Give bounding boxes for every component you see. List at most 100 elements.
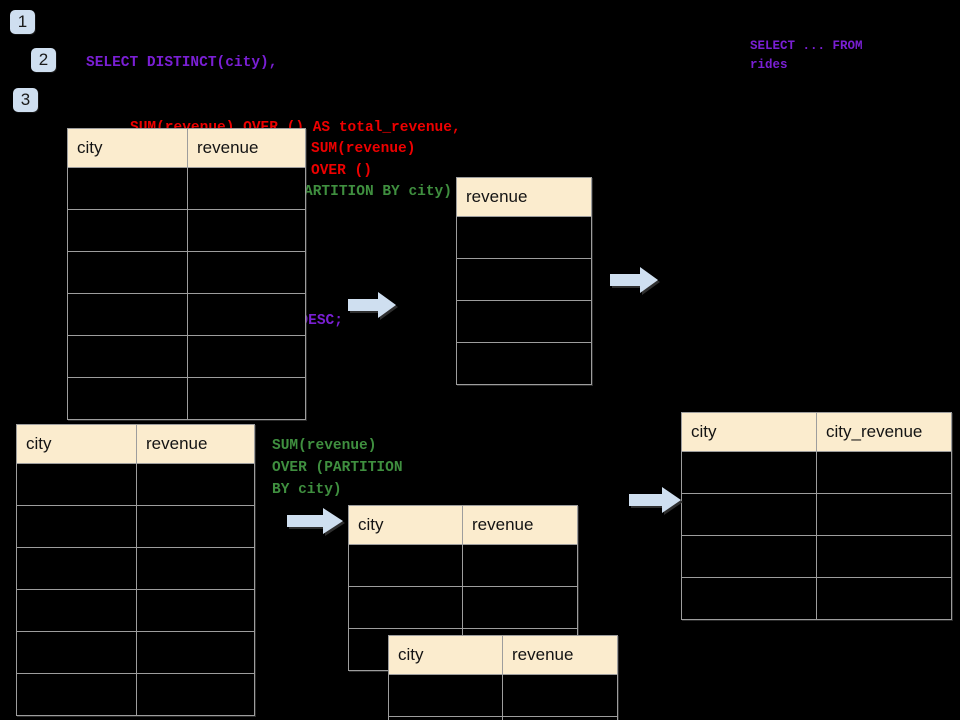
table-row	[16, 673, 255, 716]
cell-revenue	[462, 544, 578, 587]
cell-city	[681, 535, 817, 578]
table-row	[388, 674, 618, 717]
cell-city-revenue	[816, 451, 952, 494]
cell-revenue	[136, 463, 255, 506]
column-header-city: city	[67, 128, 188, 168]
table-row	[456, 216, 592, 259]
table-row	[456, 342, 592, 385]
table-row	[681, 535, 952, 578]
cell-revenue	[462, 586, 578, 629]
cell-city	[16, 505, 137, 548]
cell-city	[16, 589, 137, 632]
table-header-row: revenue	[456, 177, 592, 217]
table-row	[67, 167, 306, 210]
cell-city-revenue	[816, 577, 952, 620]
cell-city	[388, 716, 503, 720]
table-header-row: city revenue	[67, 128, 306, 168]
cell-city	[16, 631, 137, 674]
cell-revenue	[136, 547, 255, 590]
source-table: city revenue	[67, 128, 306, 420]
partition-group-back-table: city revenue	[348, 505, 578, 671]
annotation-sum-over-partition: SUM(revenue) OVER (PARTITION BY city)	[272, 438, 403, 498]
column-header-revenue: revenue	[502, 635, 618, 675]
cell-city-revenue	[816, 535, 952, 578]
cell-revenue	[187, 167, 306, 210]
cell-city	[16, 463, 137, 506]
cell-city	[67, 335, 188, 378]
table-row	[16, 547, 255, 590]
table-row	[388, 716, 618, 720]
column-header-revenue: revenue	[136, 424, 255, 464]
partition-source-table: city revenue	[16, 424, 255, 716]
total-revenue-table: revenue	[456, 177, 592, 385]
cell-revenue	[136, 673, 255, 716]
cell-revenue	[136, 631, 255, 674]
table-row	[456, 300, 592, 343]
table-row	[348, 586, 578, 629]
cell-revenue	[456, 258, 592, 301]
step-badge-3: 3	[13, 88, 38, 112]
arrow-source-to-partition-icon	[287, 508, 345, 536]
annotation-select-from: SELECT ... FROM rides	[750, 39, 863, 72]
table-row	[16, 589, 255, 632]
cell-city	[388, 674, 503, 717]
column-header-city: city	[16, 424, 137, 464]
table-row	[348, 544, 578, 587]
cell-city	[67, 251, 188, 294]
table-header-row: city revenue	[348, 505, 578, 545]
cell-revenue	[456, 216, 592, 259]
cell-city	[67, 293, 188, 336]
cell-revenue	[187, 209, 306, 252]
cell-city	[67, 377, 188, 420]
table-row	[16, 463, 255, 506]
table-row	[67, 293, 306, 336]
column-header-revenue: revenue	[462, 505, 578, 545]
annotation-sum-over-empty: SUM(revenue) OVER ()	[311, 141, 416, 179]
result-table: city city_revenue	[681, 412, 952, 620]
table-row	[681, 493, 952, 536]
column-header-revenue: revenue	[456, 177, 592, 217]
cell-revenue	[187, 335, 306, 378]
table-row	[67, 209, 306, 252]
column-header-city-revenue: city_revenue	[816, 412, 952, 452]
table-row	[681, 451, 952, 494]
cell-city	[681, 577, 817, 620]
cell-revenue	[136, 589, 255, 632]
step-badge-1: 1	[10, 10, 35, 34]
cell-revenue	[502, 674, 618, 717]
step-badge-2: 2	[31, 48, 56, 72]
table-header-row: city revenue	[16, 424, 255, 464]
table-row	[67, 335, 306, 378]
cell-revenue	[136, 505, 255, 548]
column-header-city: city	[348, 505, 463, 545]
table-row	[16, 505, 255, 548]
table-row	[681, 577, 952, 620]
sql-line-select: SELECT DISTINCT(city),	[86, 55, 278, 71]
table-header-row: city revenue	[388, 635, 618, 675]
column-header-city: city	[681, 412, 817, 452]
partition-group-front-table: city revenue	[388, 635, 618, 720]
table-row	[67, 377, 306, 420]
arrow-source-to-total-icon	[348, 292, 398, 320]
cell-city	[681, 493, 817, 536]
cell-revenue	[187, 293, 306, 336]
arrow-total-to-result-icon	[610, 267, 660, 295]
table-row	[67, 251, 306, 294]
cell-city-revenue	[816, 493, 952, 536]
column-header-city: city	[388, 635, 503, 675]
table-row	[16, 631, 255, 674]
cell-city	[681, 451, 817, 494]
cell-revenue	[456, 300, 592, 343]
cell-city	[67, 209, 188, 252]
cell-revenue	[187, 251, 306, 294]
table-header-row: city city_revenue	[681, 412, 952, 452]
cell-city	[348, 586, 463, 629]
cell-revenue	[456, 342, 592, 385]
cell-city	[16, 547, 137, 590]
cell-city	[67, 167, 188, 210]
cell-city	[16, 673, 137, 716]
cell-revenue	[187, 377, 306, 420]
cell-revenue	[502, 716, 618, 720]
cell-city	[348, 544, 463, 587]
